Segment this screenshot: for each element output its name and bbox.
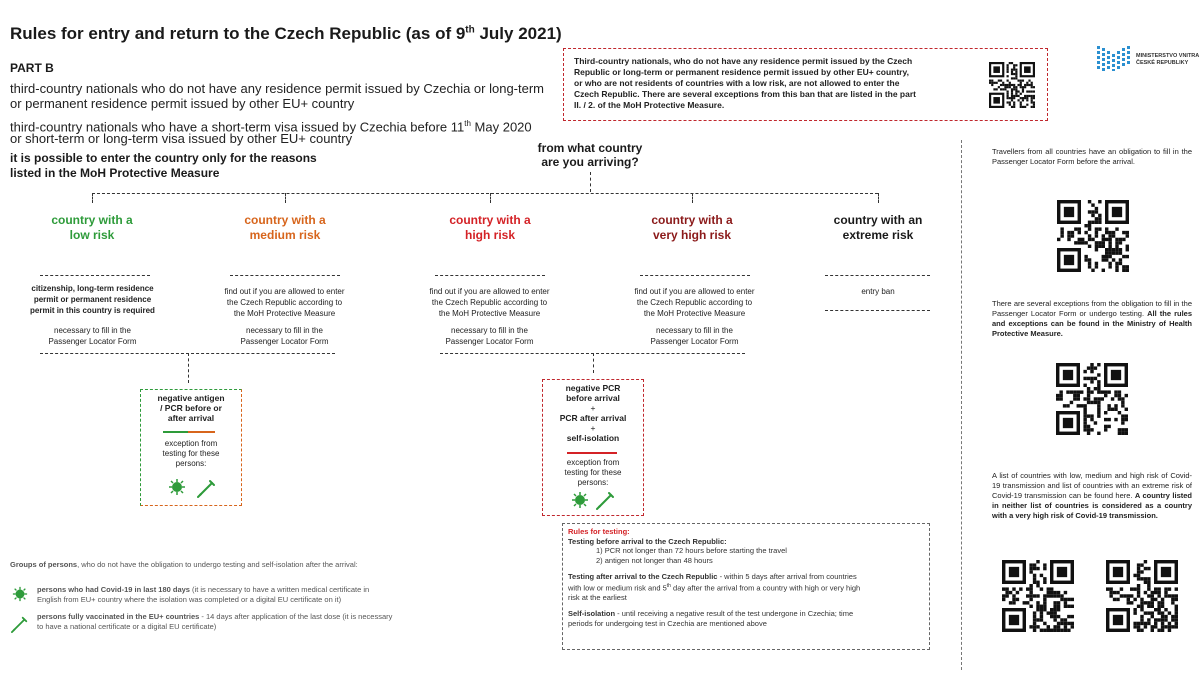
qr-code-icon[interactable] — [1057, 200, 1129, 272]
entry-ban: entry ban — [861, 287, 895, 296]
right-countries-note: A list of countries with low, medium and… — [992, 471, 1192, 520]
group-vaccinated: persons fully vaccinated in the EU+ coun… — [37, 612, 393, 631]
possible-note: it is possible to enter the country only… — [10, 151, 317, 180]
intro-line-4: or short-term or long-term visa issued b… — [10, 131, 353, 146]
qr-code-icon[interactable] — [1002, 560, 1074, 632]
virus-icon — [12, 586, 28, 602]
antigen-box — [140, 389, 242, 506]
right-plf-note: Travellers from all countries have an ob… — [992, 147, 1192, 166]
page-title: Rules for entry and return to the Czech … — [10, 24, 562, 43]
virus-icon — [169, 479, 185, 495]
right-divider — [961, 140, 962, 670]
syringe-icon — [596, 492, 614, 510]
ban-notice-text: Third-country nationals, who do not have… — [574, 56, 916, 110]
qr-code-icon[interactable] — [989, 61, 1035, 109]
intro-line-2: or permanent residence permit issued by … — [10, 96, 355, 111]
part-label: PART B — [10, 61, 54, 75]
testing-rules-box — [562, 523, 930, 650]
right-exceptions-note: There are several exceptions from the ob… — [992, 299, 1192, 338]
intro-line-1: third-country nationals who do not have … — [10, 81, 544, 96]
intro-line-3: third-country nationals who have a short… — [10, 119, 532, 135]
ministry-logo-icon — [1097, 44, 1133, 77]
syringe-icon — [197, 480, 215, 498]
virus-icon — [572, 492, 588, 508]
group-covid: persons who had Covid-19 in last 180 day… — [37, 585, 370, 604]
pcr-box — [542, 379, 644, 516]
testing-rules-text: Rules for testing: Testing before arriva… — [568, 527, 861, 628]
qr-code-icon[interactable] — [1106, 560, 1178, 632]
ban-notice-box — [563, 48, 1048, 121]
syringe-icon — [11, 616, 28, 633]
qr-code-icon[interactable] — [1056, 363, 1128, 435]
branch-line — [92, 193, 878, 194]
connector — [590, 172, 591, 192]
groups-section: Groups of persons, who do not have the o… — [10, 560, 358, 569]
